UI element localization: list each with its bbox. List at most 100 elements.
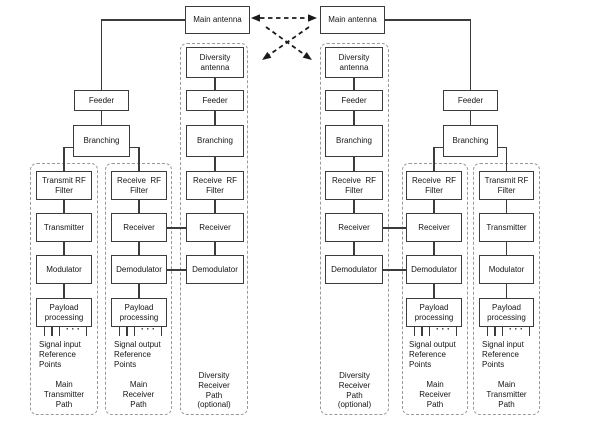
payload-processing-tx-left-box: Payload processing bbox=[36, 298, 92, 327]
reference-point-tick bbox=[160, 327, 162, 336]
ellipsis-dots: · · · bbox=[436, 324, 450, 334]
connector-line bbox=[433, 284, 435, 298]
connector-line bbox=[63, 146, 74, 148]
connector-line bbox=[353, 242, 355, 255]
cross-arrow-line-b bbox=[268, 26, 310, 56]
connector-line bbox=[433, 200, 435, 213]
receive-rf-filter-diversity-left-box: Receive RF Filter bbox=[186, 171, 244, 200]
payload-processing-rx-right-box: Payload processing bbox=[406, 298, 462, 327]
connector-line bbox=[353, 200, 355, 213]
transmit-rf-filter-left-box: Transmit RF Filter bbox=[36, 171, 92, 200]
connector-line bbox=[498, 146, 507, 148]
signal-input-reference-points-left-label: Signal input Reference Points bbox=[39, 340, 81, 369]
main-antenna-right-box: Main antenna bbox=[320, 6, 385, 34]
diversity-receiver-path-right-label: Diversity Receiver Path (optional) bbox=[337, 371, 372, 410]
feeder-main-right-box: Feeder bbox=[443, 90, 498, 111]
connector-line bbox=[505, 200, 508, 213]
antenna-cross-connection-arrows-icon bbox=[251, 14, 317, 60]
receiver-main-left-box: Receiver bbox=[111, 213, 167, 242]
connector-line bbox=[353, 111, 355, 125]
receive-rf-filter-diversity-right-box: Receive RF Filter bbox=[325, 171, 383, 200]
diversity-antenna-right-box: Diversity antenna bbox=[325, 47, 383, 78]
connector-line bbox=[63, 284, 65, 298]
receiver-main-right-box: Receiver bbox=[406, 213, 462, 242]
connector-line bbox=[100, 19, 186, 21]
receive-rf-filter-main-right-box: Receive RF Filter bbox=[406, 171, 462, 200]
arrowhead-down-left-icon bbox=[262, 51, 272, 60]
reference-point-tick bbox=[51, 327, 53, 336]
arrowhead-left-icon bbox=[251, 14, 260, 22]
connector-line bbox=[505, 284, 508, 298]
diversity-receiver-path-left-container bbox=[180, 43, 248, 415]
connector-line bbox=[63, 242, 65, 255]
reference-point-tick bbox=[455, 327, 457, 336]
connector-line bbox=[469, 19, 472, 90]
connector-line bbox=[138, 242, 140, 255]
transmit-rf-filter-right-box: Transmit RF Filter bbox=[479, 171, 534, 200]
receiver-diversity-left-box: Receiver bbox=[186, 213, 244, 242]
connector-line bbox=[167, 269, 186, 271]
feeder-main-left-box: Feeder bbox=[74, 90, 129, 111]
demodulator-main-right-box: Demodulator bbox=[406, 255, 462, 284]
reference-point-tick bbox=[58, 327, 60, 336]
receive-rf-filter-main-left-box: Receive RF Filter bbox=[111, 171, 167, 200]
signal-output-reference-points-right-label: Signal output Reference Points bbox=[409, 340, 456, 369]
connector-line bbox=[100, 19, 102, 90]
connector-line bbox=[433, 242, 435, 255]
cross-arrow-line-a bbox=[265, 26, 306, 56]
signal-input-reference-points-right-label: Signal input Reference Points bbox=[482, 340, 524, 369]
branching-main-left-box: Branching bbox=[73, 125, 130, 157]
payload-processing-tx-right-box: Payload processing bbox=[479, 298, 534, 327]
branching-diversity-right-box: Branching bbox=[325, 125, 383, 157]
reference-point-tick bbox=[421, 327, 423, 336]
feeder-diversity-right-box: Feeder bbox=[325, 90, 383, 111]
connector-line bbox=[433, 146, 444, 148]
connector-line bbox=[214, 242, 216, 255]
connector-line bbox=[63, 200, 65, 213]
ellipsis-dots: · · · bbox=[66, 324, 80, 334]
reference-point-tick bbox=[528, 327, 530, 336]
demodulator-diversity-right-box: Demodulator bbox=[325, 255, 383, 284]
connector-line bbox=[138, 200, 140, 213]
connector-line bbox=[353, 78, 355, 90]
branching-main-right-box: Branching bbox=[443, 125, 498, 157]
connector-line bbox=[353, 157, 355, 171]
reference-point-tick bbox=[133, 327, 135, 336]
connector-line bbox=[130, 146, 140, 148]
ellipsis-dots: · · · bbox=[509, 324, 523, 334]
connector-line bbox=[138, 284, 140, 298]
connector-line bbox=[138, 146, 140, 172]
main-transmitter-path-left-label: Main Transmitter Path bbox=[43, 380, 85, 409]
connector-line bbox=[383, 269, 406, 271]
connector-line bbox=[214, 200, 216, 213]
main-receiver-path-right-label: Main Receiver Path bbox=[419, 380, 451, 409]
reference-point-tick bbox=[43, 327, 45, 336]
connector-line bbox=[469, 111, 472, 125]
signal-output-reference-points-left-label: Signal output Reference Points bbox=[114, 340, 161, 369]
reference-point-tick bbox=[118, 327, 120, 336]
reference-point-tick bbox=[428, 327, 430, 336]
reference-point-tick bbox=[486, 327, 488, 336]
connector-line bbox=[63, 146, 65, 172]
transmitter-right-box: Transmitter bbox=[479, 213, 534, 242]
receiver-diversity-right-box: Receiver bbox=[325, 213, 383, 242]
diversity-receiver-path-left-label: Diversity Receiver Path (optional) bbox=[197, 371, 231, 410]
main-antenna-left-box: Main antenna bbox=[185, 6, 250, 34]
demodulator-diversity-left-box: Demodulator bbox=[186, 255, 244, 284]
reference-point-tick bbox=[126, 327, 128, 336]
modulator-left-box: Modulator bbox=[36, 255, 92, 284]
modulator-right-box: Modulator bbox=[479, 255, 534, 284]
connector-line bbox=[505, 242, 508, 255]
branching-diversity-left-box: Branching bbox=[186, 125, 244, 157]
ellipsis-dots: · · · bbox=[141, 324, 155, 334]
main-receiver-path-left-label: Main Receiver Path bbox=[122, 380, 155, 409]
connector-line bbox=[383, 227, 406, 229]
reference-point-tick bbox=[494, 327, 496, 336]
diversity-antenna-left-box: Diversity antenna bbox=[186, 47, 244, 78]
arrowhead-right-icon bbox=[308, 14, 317, 22]
transmitter-left-box: Transmitter bbox=[36, 213, 92, 242]
connector-line bbox=[167, 227, 186, 229]
arrowhead-down-right-icon bbox=[302, 52, 312, 60]
reference-point-tick bbox=[501, 327, 503, 336]
